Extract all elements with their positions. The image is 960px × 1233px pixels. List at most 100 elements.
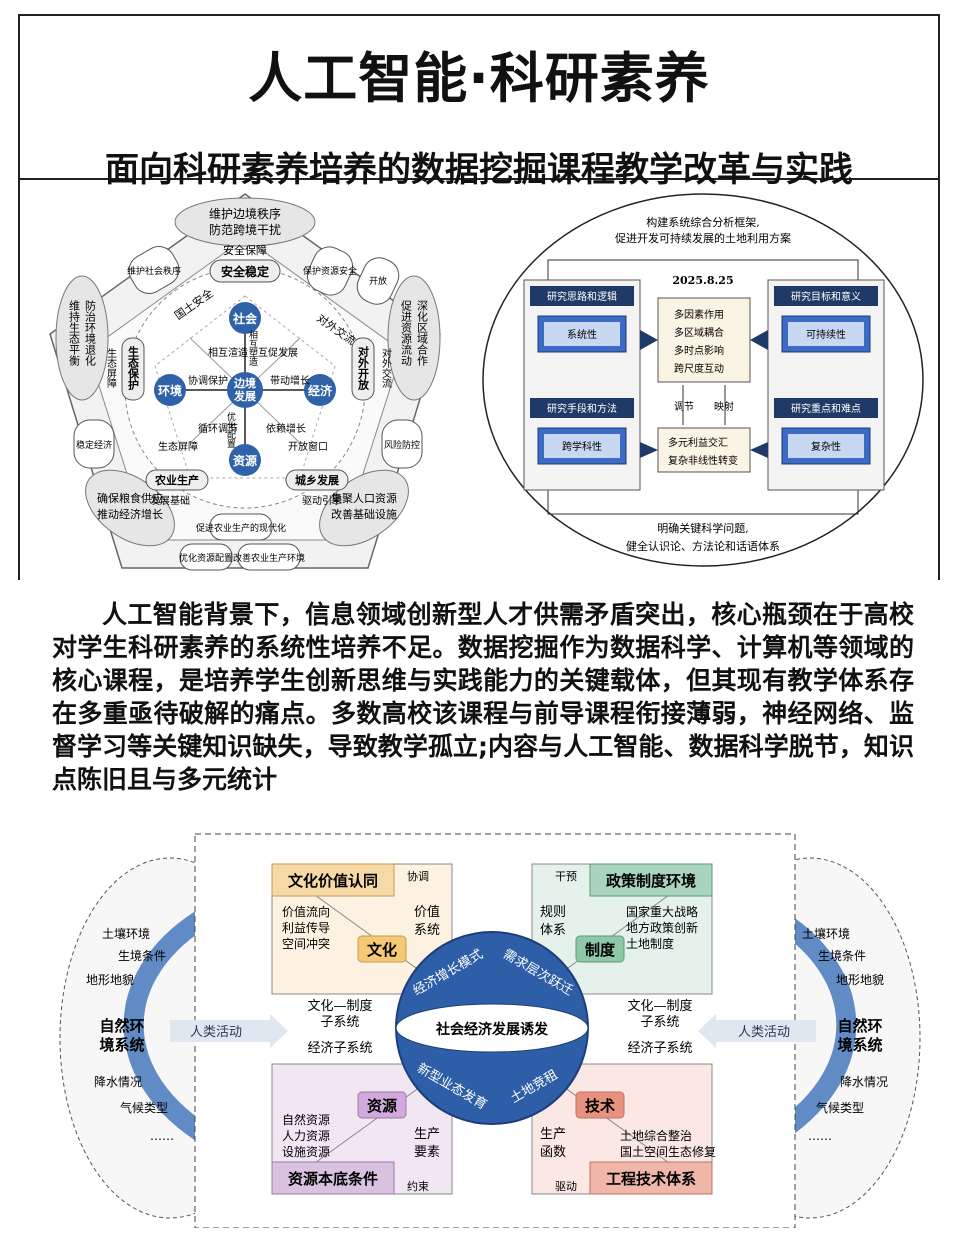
pill-bottom-1: 促进农业生产的现代化 — [196, 522, 286, 534]
center-list-2: 多区域耦合 — [674, 326, 724, 339]
mid-right-3: 经济子系统 — [627, 1041, 692, 1056]
tl-badge: 文化 — [367, 941, 397, 959]
ring-br-small: 驱动引擎 — [302, 494, 342, 507]
side-left-item-4: 降水情况 — [94, 1075, 142, 1089]
ring-bl: 农业生产 — [154, 473, 199, 487]
br-side-1: 生产 — [540, 1127, 566, 1142]
card-left-1: 维持生态平衡 — [68, 300, 81, 367]
page-title: 人工智能·科研素养 — [248, 47, 710, 110]
box-tl-inner: 系统性 — [567, 328, 597, 341]
inner-right-mid: 带动增长 — [270, 374, 310, 387]
fr-top-2: 促进开发可持续发展的土地利用方案 — [615, 231, 791, 245]
side-left-item-6: …… — [150, 1129, 174, 1143]
tr-badge: 制度 — [585, 941, 616, 959]
pentagon-diagram: 维护边境秩序 防范跨境干扰 维持生态平衡 防治环境退化 促进资源流动 深化区域合… — [49, 193, 441, 571]
br-tag: 驱动 — [555, 1180, 577, 1193]
bl-side-1: 生产 — [414, 1127, 440, 1142]
ring-top: 安全稳定 — [221, 264, 269, 279]
mid-left-2: 子系统 — [320, 1015, 359, 1030]
tl-title: 文化价值认同 — [288, 872, 378, 890]
ring-br: 城乡发展 — [295, 473, 340, 487]
br-badge: 技术 — [585, 1097, 615, 1115]
inner-b-right: 开放窗口 — [288, 440, 328, 453]
human-activity-left: 人类活动 — [190, 1025, 242, 1040]
br-title: 工程技术体系 — [606, 1170, 696, 1188]
ring-left: 生态保护 — [127, 345, 141, 391]
center-list2-2: 复杂非线性转变 — [668, 454, 738, 467]
fr-top-1: 构建系统综合分析框架, — [646, 215, 760, 229]
inner-tl: 相互渲造 — [208, 346, 248, 359]
side-right-item-3: 地形地貌 — [836, 972, 884, 987]
side-left-title-2: 境系统 — [99, 1036, 144, 1054]
inner-tr: 互促发展 — [258, 346, 298, 359]
card-br-2: 改善基础设施 — [331, 507, 397, 521]
side-right-title-1: 自然环 — [837, 1017, 882, 1035]
node-top: 社会 — [232, 311, 258, 326]
ring-bl-small: 发展基础 — [150, 494, 190, 507]
ring-top-small: 安全保障 — [223, 243, 267, 257]
ring-left-small: 生态屏障 — [105, 347, 117, 389]
tr-item-1: 国家重大战略 — [626, 904, 698, 919]
card-top-1: 维护边境秩序 — [209, 206, 281, 221]
human-activity-right: 人类活动 — [738, 1025, 790, 1040]
side-right-title-2: 境系统 — [837, 1036, 882, 1054]
card-right-1: 促进资源流动 — [400, 299, 413, 366]
tr-item-3: 土地制度 — [626, 936, 674, 951]
tl-item-2: 利益传导 — [282, 920, 330, 935]
tr-tag: 干预 — [555, 870, 577, 883]
fr-date: 2025.8.25 — [672, 274, 733, 287]
inner-b-left: 生态屏障 — [158, 440, 198, 453]
tl-item-3: 空间冲突 — [282, 936, 330, 951]
box-bl-inner: 跨学科性 — [562, 440, 602, 453]
body-paragraph: 人工智能背景下，信息领域创新型人才供需矛盾突出，核心瓶颈在于高校对学生科研素养的… — [52, 598, 914, 796]
paragraph-text: 人工智能背景下，信息领域创新型人才供需矛盾突出，核心瓶颈在于高校对学生科研素养的… — [52, 600, 914, 794]
bl-item-2: 人力资源 — [282, 1129, 330, 1143]
box-br-inner: 复杂性 — [811, 440, 841, 453]
pill-small-3: 开放 — [369, 275, 387, 287]
center-list2-1: 多元利益交汇 — [668, 436, 728, 449]
card-bl-2: 推动经济增长 — [97, 507, 163, 521]
fr-bottom-2: 健全认识论、方法论和话语体系 — [626, 539, 780, 553]
node-left: 环境 — [158, 383, 182, 398]
tr-side-2: 体系 — [540, 923, 566, 938]
side-right-item-5: 气候类型 — [816, 1100, 864, 1115]
tl-side-1: 价值 — [414, 904, 440, 920]
br-item-2: 国土空间生态修复 — [620, 1144, 716, 1159]
tl-side-2: 系统 — [414, 923, 440, 938]
side-right-item-2: 生境条件 — [818, 948, 866, 963]
figure-panel: 维护边境秩序 防范跨境干扰 维持生态平衡 防治环境退化 促进资源流动 深化区域合… — [18, 180, 940, 580]
tl-item-1: 价值流向 — [282, 904, 330, 919]
card-top-2: 防范跨境干扰 — [209, 222, 281, 237]
node-bottom: 资源 — [233, 453, 257, 468]
node-right: 经济 — [308, 383, 333, 398]
bl-item-3: 设施资源 — [282, 1145, 330, 1159]
pill-small-5: 风险防控 — [384, 439, 420, 451]
side-left-item-3: 地形地貌 — [86, 972, 134, 987]
box-tr-title: 研究目标和意义 — [791, 290, 861, 303]
center-list-4: 跨尺度互动 — [674, 362, 724, 375]
bl-side-2: 要素 — [414, 1145, 440, 1160]
system-diagram: 自然环 境系统 土壤环境 生境条件 地形地貌 降水情况 气候类型 …… 自然环 … — [59, 833, 921, 1228]
center-list-1: 多因素作用 — [674, 308, 724, 321]
pill-bottom-3: 改善农业生产环境 — [233, 552, 305, 564]
pill-small-1: 维护社会秩序 — [127, 265, 181, 277]
pill-small-4: 稳定经济 — [76, 439, 112, 451]
bl-title: 资源本底条件 — [288, 1170, 378, 1188]
card-left-2: 防治环境退化 — [84, 299, 97, 367]
tr-title: 政策制度环境 — [606, 872, 696, 890]
center-2: 发展 — [233, 389, 257, 403]
page-subtitle: 面向科研素养培养的数据挖掘课程教学改革与实践 — [105, 150, 853, 190]
side-left-item-5: 气候类型 — [120, 1100, 168, 1115]
box-br-title: 研究重点和难点 — [791, 402, 861, 415]
pill-bottom-2: 优化资源配置 — [179, 552, 233, 564]
box-bl-title: 研究手段和方法 — [547, 402, 617, 415]
card-right-2: 深化区域合作 — [416, 300, 429, 366]
inner-left-mid: 协调保护 — [188, 374, 228, 387]
side-right-item-6: …… — [808, 1129, 832, 1143]
inner-br: 依赖增长 — [266, 422, 306, 435]
side-right-item-4: 降水情况 — [840, 1075, 888, 1089]
box-tl-title: 研究思路和逻辑 — [547, 290, 617, 303]
tr-side-1: 规则 — [540, 905, 566, 920]
framework-diagram: 构建系统综合分析框架, 促进开发可持续发展的土地利用方案 2025.8.25 研… — [482, 193, 924, 567]
center-1: 边境 — [233, 376, 256, 390]
